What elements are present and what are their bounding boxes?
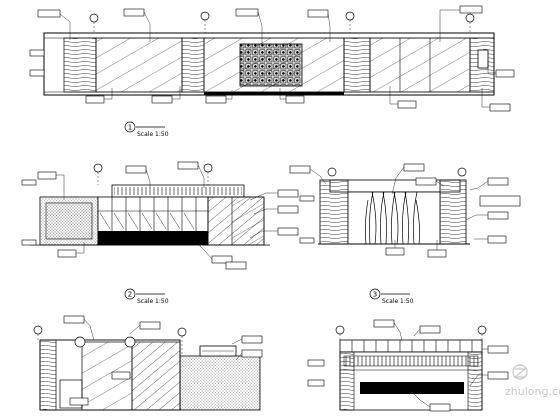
elevation-view-3: 3 Scale 1:50 bbox=[289, 163, 521, 305]
elevation-view-1: 1 Scale 1:50 bbox=[29, 5, 515, 138]
elevation-view-5 bbox=[307, 319, 509, 412]
elevation-view-2: 2 Scale 1:50 bbox=[21, 161, 299, 305]
view-3-number: 3 bbox=[373, 291, 377, 299]
elevation-view-4 bbox=[33, 315, 263, 411]
view-3-scale: Scale 1:50 bbox=[382, 298, 414, 305]
watermark: zhulong.com bbox=[505, 364, 560, 398]
view-1-scale: Scale 1:50 bbox=[137, 131, 169, 138]
view-1-number: 1 bbox=[128, 124, 132, 132]
watermark-site-name: zhulong.com bbox=[505, 385, 560, 398]
view-2-scale: Scale 1:50 bbox=[137, 298, 169, 305]
view-2-number: 2 bbox=[128, 291, 132, 299]
